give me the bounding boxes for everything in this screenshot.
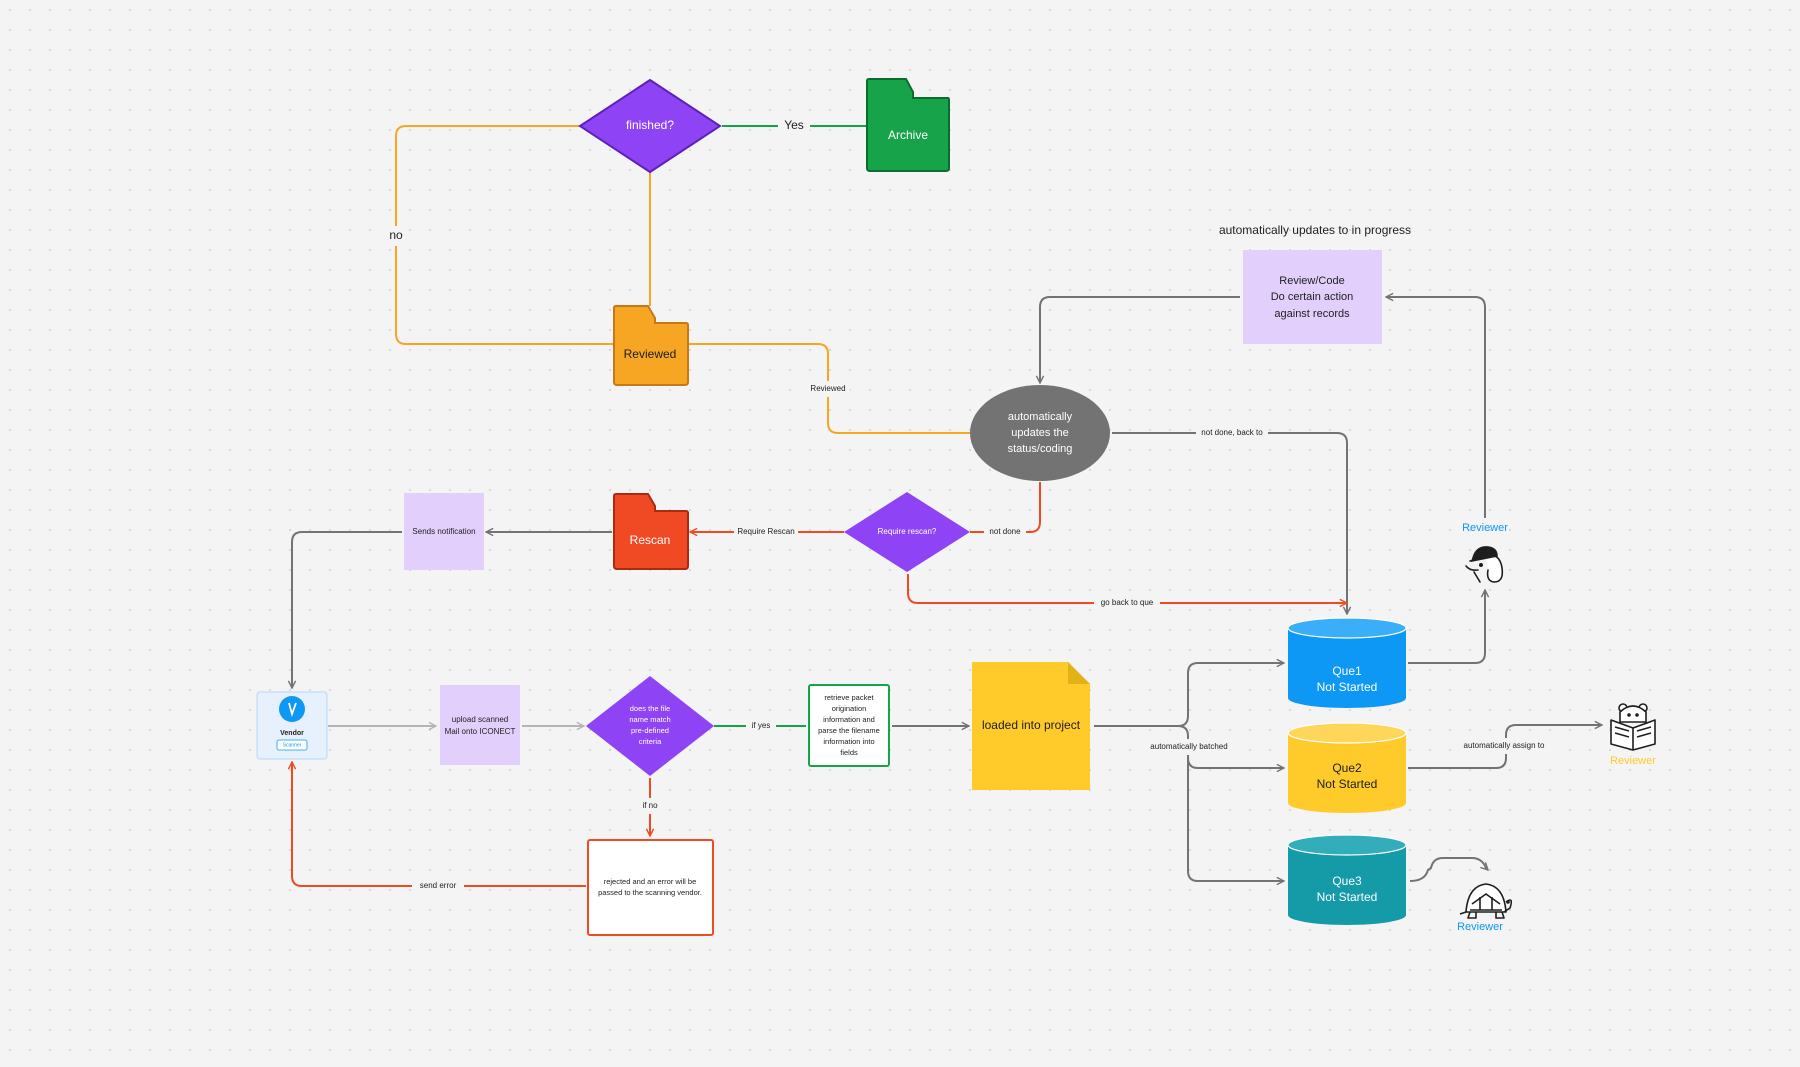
folder-archive[interactable]: Archive (866, 78, 950, 172)
folder-rescan[interactable]: Rescan (613, 493, 689, 570)
folder-archive-label: Archive (888, 128, 928, 142)
label-yes: Yes (784, 118, 804, 132)
sticky-sends-notification[interactable]: Sends notification (404, 493, 484, 570)
label-auto-batched: automatically batched (1150, 742, 1227, 751)
edge-no-loop (395, 125, 614, 345)
label-require-rescan-edge: Require Rescan (737, 527, 794, 536)
queue-que2-line1: Que2 (1332, 761, 1362, 775)
queue-que1-line1: Que1 (1332, 664, 1362, 678)
edge-go-back-que (907, 574, 1347, 603)
status-ellipse[interactable]: automatically updates the status/coding (970, 385, 1110, 481)
status-line2: updates the (1011, 427, 1069, 439)
decision-require-rescan-label: Require rescan? (878, 527, 937, 536)
decision-match-line4: criteria (639, 737, 662, 746)
queue-que3-line1: Que3 (1332, 874, 1362, 888)
queue-que1-line2: Not Started (1317, 680, 1378, 694)
label-send-error: send error (420, 881, 457, 890)
folder-reviewed-label: Reviewed (624, 347, 677, 361)
queue-que2[interactable]: Que2 Not Started (1287, 722, 1407, 813)
edge-review-to-status (1040, 296, 1240, 383)
label-not-done: not done (989, 527, 1021, 536)
decision-match-line3: pre-defined (631, 726, 669, 735)
vendor-card[interactable]: Vendor Scanner (256, 691, 328, 760)
sticky-review-code-line1: Review/Code (1279, 275, 1344, 287)
edge-batched-que1 (1094, 663, 1284, 727)
process-retrieve[interactable]: retrieve packet origination information … (808, 684, 890, 767)
turtle-icon (1459, 883, 1513, 919)
document-loaded-label: loaded into project (982, 718, 1081, 732)
queue-que3[interactable]: Que3 Not Started (1287, 834, 1407, 925)
edge-que3-reviewer (1409, 857, 1488, 882)
vendor-badge: Scanner (283, 742, 302, 748)
edge-batched-que3 (1187, 746, 1284, 881)
decision-finished-label: finished? (626, 118, 674, 132)
queue-que1[interactable]: Que1 Not Started (1287, 617, 1407, 708)
edge-que1-reviewer (1408, 590, 1485, 664)
reviewer-3-label: Reviewer (1457, 921, 1503, 933)
process-retrieve-line6: fields (840, 748, 858, 757)
label-go-back: go back to que (1101, 598, 1154, 607)
process-rejected-line2: passed to the scanning vendor. (598, 888, 702, 897)
reviewer-1[interactable]: Reviewer (1462, 522, 1508, 583)
vendor-logo-icon (288, 702, 297, 717)
label-top-note: automatically updates to in progress (1219, 223, 1411, 237)
folder-rescan-label: Rescan (630, 533, 671, 547)
vendor-label: Vendor (280, 730, 304, 737)
edge-notification-to-vendor (292, 531, 402, 688)
process-rejected[interactable]: rejected and an error will be passed to … (587, 839, 714, 936)
process-retrieve-line1: retrieve packet (824, 693, 874, 702)
label-not-done-back: not done, back to (1201, 428, 1263, 437)
label-if-no: if no (642, 801, 658, 810)
process-rejected-line1: rejected and an error will be (604, 877, 697, 886)
sticky-upload[interactable]: upload scanned Mail onto ICONECT (440, 685, 520, 765)
decision-require-rescan[interactable]: Require rescan? (844, 492, 970, 572)
process-retrieve-line4: parse the filename (818, 726, 880, 735)
decision-finished[interactable]: finished? (578, 78, 722, 174)
decision-match-line2: name match (629, 715, 670, 724)
document-corner-fold (1068, 662, 1090, 684)
sticky-review-code-line3: against records (1274, 308, 1350, 320)
process-retrieve-line2: origination (832, 704, 867, 713)
dog-cap-icon (1465, 546, 1504, 583)
queue-que2-line2: Not Started (1317, 777, 1378, 791)
document-loaded[interactable]: loaded into project (972, 662, 1090, 790)
decision-match-criteria[interactable]: does the file name match pre-defined cri… (586, 676, 714, 776)
sticky-sends-notification-label: Sends notification (412, 527, 475, 536)
reviewer-1-label: Reviewer (1462, 522, 1508, 534)
process-retrieve-line3: information and (823, 715, 875, 724)
edge-send-error (292, 762, 586, 887)
reviewer-2-label: Reviewer (1610, 755, 1656, 767)
status-line1: automatically (1008, 411, 1073, 423)
edge-not-done-back (1112, 432, 1347, 614)
sticky-review-code[interactable]: Review/Code Do certain action against re… (1243, 250, 1382, 344)
process-retrieve-line5: information into (823, 737, 874, 746)
label-if-yes: if yes (752, 721, 771, 730)
sticky-review-code-line2: Do certain action (1271, 291, 1354, 303)
reviewer-2[interactable]: Reviewer (1610, 703, 1656, 767)
edge-reviewer-to-review (1386, 297, 1486, 518)
sticky-upload-line1: upload scanned (452, 715, 509, 724)
sticky-upload-line2: Mail onto ICONECT (445, 727, 516, 736)
label-reviewed-edge: Reviewed (810, 384, 845, 393)
reading-bear-icon (1610, 703, 1656, 751)
vendor-avatar (279, 696, 305, 722)
folder-reviewed[interactable]: Reviewed (613, 305, 689, 386)
label-auto-assign: automatically assign to (1464, 741, 1545, 750)
decision-match-line1: does the file (630, 704, 670, 713)
queue-que3-line2: Not Started (1317, 890, 1378, 904)
status-line3: status/coding (1008, 443, 1073, 455)
edge-status-require-rescan (970, 482, 1041, 533)
label-no: no (389, 228, 403, 242)
reviewer-3[interactable]: Reviewer (1457, 883, 1513, 933)
